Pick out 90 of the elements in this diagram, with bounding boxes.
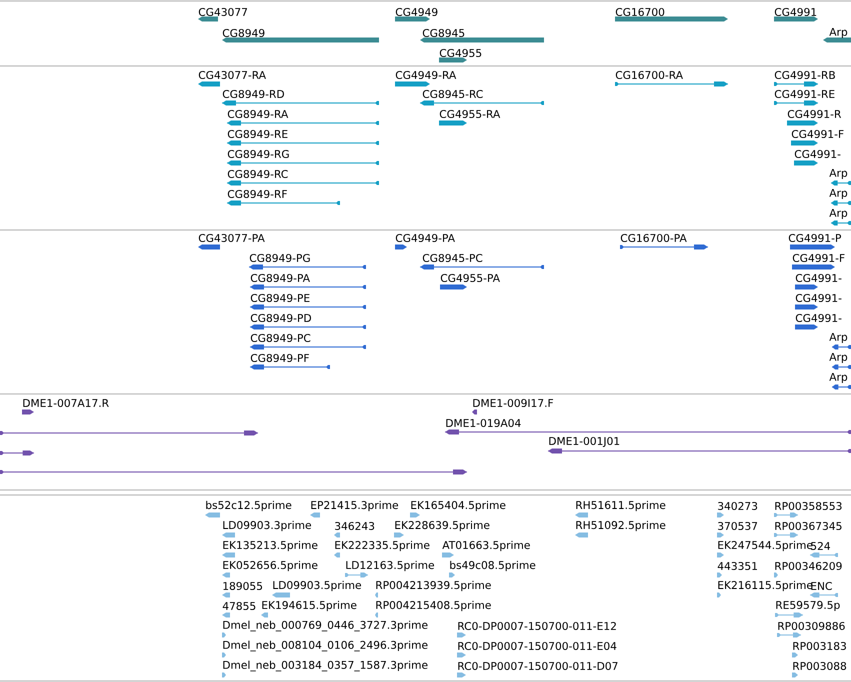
feature-label: RC0-DP0007-150700-011-E04 xyxy=(458,642,616,650)
feature-label: CG8949-PE xyxy=(250,294,310,302)
feature-label: Arp xyxy=(829,28,848,38)
feature-label: EK228639.5prime xyxy=(395,520,490,532)
feature-label: CG4949 xyxy=(396,8,438,16)
feature-label: CG43077-RA xyxy=(198,70,266,80)
feature-label: RH51092.5prime xyxy=(576,520,666,532)
feature-label: ENC xyxy=(811,582,832,590)
feature-label: CG4955 xyxy=(440,48,482,58)
feature-label: CG16700-PA xyxy=(620,234,687,242)
feature-label: RC0-DP0007-150700-011-E12 xyxy=(458,622,616,630)
feature-label: 370537 xyxy=(718,522,758,530)
feature-label: CG8949-RA xyxy=(228,110,288,118)
feature-label: bs49c08.5prime xyxy=(450,560,536,572)
feature-label: bs52c12.5prime xyxy=(206,500,292,512)
feature-label: Dmel_neb_008104_0106_2496.3prime xyxy=(223,640,428,652)
feature-label: EK247544.5prime xyxy=(718,540,812,552)
feature-label: LD12163.5prime xyxy=(346,560,434,572)
feature-label: RP003088 xyxy=(793,662,846,670)
feature-label: Arp xyxy=(829,189,848,199)
feature-label: CG8949-PC xyxy=(250,334,310,342)
feature-label: CG4991-RE xyxy=(774,90,834,98)
feature-label: CG4955-RA xyxy=(440,110,500,118)
feature-label: Dmel_neb_003184_0357_1587.3prime xyxy=(223,660,428,672)
feature-label: CG16700 xyxy=(616,8,664,16)
feature-label: Arp xyxy=(829,373,848,383)
feature-label: CG8949-RD xyxy=(222,90,284,98)
feature-label: CG8949-PD xyxy=(250,314,311,322)
feature-label: EK135213.5prime xyxy=(223,540,318,552)
feature-label: RP003183 xyxy=(793,642,846,650)
feature-label: Arp xyxy=(829,209,848,219)
feature-label: RH51611.5prime xyxy=(576,500,666,512)
feature-label: CG8949 xyxy=(222,28,264,38)
feature-label: DME1-001J01 xyxy=(549,436,620,448)
feature-label: EK194615.5prime xyxy=(262,600,356,612)
feature-label: LD09903.5prime xyxy=(273,580,362,592)
feature-label: 47855 xyxy=(222,602,256,610)
feature-label: CG43077 xyxy=(198,8,247,16)
feature-label: CG16700-RA xyxy=(616,70,683,80)
feature-label: EK216115.5prime xyxy=(718,580,812,592)
feature-label: RP004215408.5prime xyxy=(376,600,491,612)
feature-label: CG8949-PG xyxy=(250,254,310,262)
feature-label: RC0-DP0007-150700-011-D07 xyxy=(458,662,618,670)
feature-label: RP00358553 xyxy=(775,502,842,510)
feature-label: CG4949-RA xyxy=(396,70,456,80)
feature-label: RP004213939.5prime xyxy=(376,580,491,592)
feature-label: CG8949-RG xyxy=(228,150,289,158)
feature-label: CG4991 xyxy=(774,8,816,16)
feature-label: CG8945 xyxy=(422,28,464,38)
feature-label: RP00367345 xyxy=(775,522,842,530)
feature-label: 524 xyxy=(811,542,830,550)
feature-label: Dmel_neb_000769_0446_3727.3prime xyxy=(223,620,428,632)
feature-label: 346243 xyxy=(335,522,374,530)
feature-label: CG4991- xyxy=(796,314,842,322)
feature-label: DME1-009I17.F xyxy=(473,398,554,408)
feature-label: Arp xyxy=(829,333,848,343)
feature-label: RP00309886 xyxy=(778,622,845,630)
feature-label: CG4991-R xyxy=(788,110,842,118)
feature-label: CG4991-F xyxy=(792,254,844,262)
feature-label: LD09903.3prime xyxy=(223,520,312,532)
feature-label: RE59579.5p xyxy=(776,600,840,612)
feature-label: CG8945-PC xyxy=(422,254,482,262)
feature-label: CG4949-PA xyxy=(396,234,455,242)
feature-label: EK222335.5prime xyxy=(335,540,430,552)
feature-label: CG8949-RE xyxy=(228,130,288,138)
feature-label: Arp xyxy=(829,169,848,179)
feature-label: RP00346209 xyxy=(775,562,842,570)
feature-label: CG4955-PA xyxy=(440,274,500,282)
feature-label: AT01663.5prime xyxy=(442,540,530,552)
feature-label: CG8949-RC xyxy=(228,170,288,178)
feature-label: 443351 xyxy=(718,562,757,570)
feature-label: EK165404.5prime xyxy=(411,500,506,512)
feature-label: DME1-019A04 xyxy=(446,418,521,428)
feature-label: DME1-007A17.R xyxy=(23,398,109,408)
feature-label: 189055 xyxy=(223,582,262,590)
feature-label: CG4991- xyxy=(796,274,842,282)
feature-label: CG43077-PA xyxy=(198,234,265,242)
feature-label: CG4991-F xyxy=(792,130,844,138)
feature-label: CG8949-PA xyxy=(250,274,310,282)
feature-label: EP21415.3prime xyxy=(311,500,398,512)
feature-label: Arp xyxy=(829,353,848,363)
feature-label: CG4991- xyxy=(794,150,840,158)
feature-label: 340273 xyxy=(718,502,758,510)
feature-label: CG8949-PF xyxy=(250,354,309,362)
feature-label: CG8945-RC xyxy=(422,90,483,98)
feature-label: EK052656.5prime xyxy=(223,560,318,572)
feature-label: CG4991-P xyxy=(788,234,842,242)
feature-label: CG8949-RF xyxy=(228,190,287,198)
feature-label: CG4991-RB xyxy=(774,70,835,80)
feature-label: CG4991- xyxy=(796,294,842,302)
